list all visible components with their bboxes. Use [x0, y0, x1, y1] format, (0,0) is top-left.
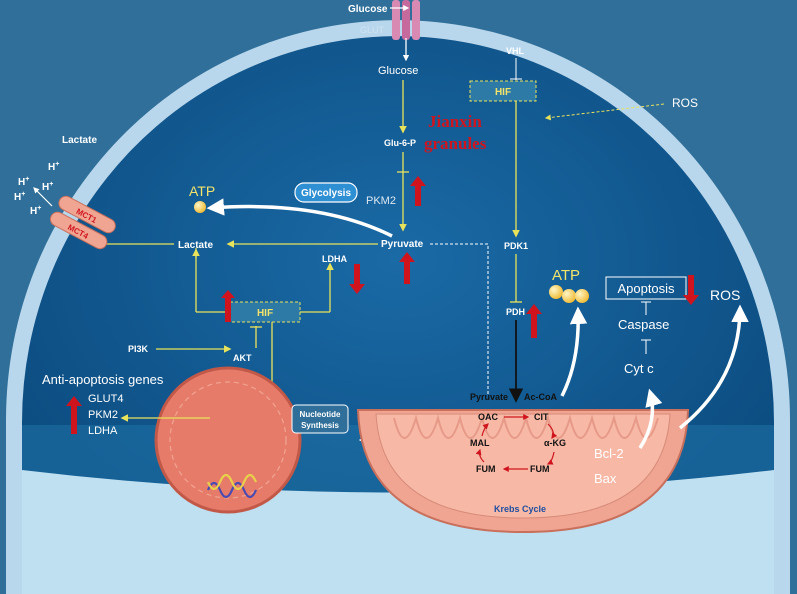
red-down-arrow-icon — [683, 275, 699, 305]
mitochondrion — [356, 409, 690, 534]
pkm2-label: PKM2 — [366, 195, 396, 207]
glucose-inside-label: Glucose — [378, 65, 418, 77]
ldha-label: LDHA — [322, 254, 347, 264]
lactate-export-arrow — [33, 187, 53, 207]
atp-right-icon — [549, 285, 589, 303]
nucleotide-line2: Synthesis — [301, 421, 339, 430]
svg-text:H+: H+ — [48, 161, 59, 173]
acetylcoa-label: Ac-CoA — [524, 392, 557, 402]
mito-pyruvate-label: Pyruvate — [470, 392, 508, 402]
cytc-label: Cyt c — [624, 361, 654, 376]
dna-icon — [206, 481, 258, 499]
drug-name-line2: granules — [424, 134, 487, 153]
red-up-arrow-icon — [399, 252, 415, 284]
lactate-inside-label: Lactate — [178, 240, 213, 251]
glucose-outside-label: Glucose — [348, 4, 388, 15]
akg-label: α-KG — [544, 438, 566, 448]
red-up-arrow-icon — [221, 290, 235, 322]
red-up-arrow-icon — [526, 304, 542, 338]
pkm2-gene-label: PKM2 — [88, 409, 118, 421]
fum-right-label: FUM — [530, 464, 550, 474]
apoptosis-box — [605, 276, 687, 300]
krebs-cycle-arrows — [475, 414, 558, 472]
pyruvate-label: Pyruvate — [381, 239, 424, 250]
cit-label: CIT — [534, 412, 549, 422]
ros-top-label: ROS — [672, 96, 698, 110]
proton-cluster: H+ H+ H+ H+ H+ — [14, 161, 59, 217]
glycolysis-label: Glycolysis — [301, 188, 351, 199]
atp-left-icon — [194, 201, 206, 213]
glu6p-label: Glu-6-P — [384, 138, 416, 148]
svg-text:H+: H+ — [14, 191, 25, 203]
anti-apoptosis-label: Anti-apoptosis genes — [42, 372, 164, 387]
mito-to-ros-arrow — [678, 304, 749, 430]
bax-label: Bax — [594, 471, 617, 486]
ros-right-label: ROS — [710, 287, 740, 303]
drug-name-line1: Jianxin — [428, 112, 482, 131]
oac-label: OAC — [478, 412, 499, 422]
hif-mid-label: HIF — [257, 308, 273, 319]
krebs-cycle-label: Krebs Cycle — [494, 504, 546, 514]
apoptosis-label: Apoptosis — [617, 281, 675, 296]
glut-label: GLUT — [360, 25, 385, 35]
svg-text:H+: H+ — [30, 205, 41, 217]
red-up-arrow-icon — [410, 176, 426, 206]
svg-text:H+: H+ — [18, 176, 29, 188]
vhl-label: VHL — [506, 46, 525, 56]
hif-top-label: HIF — [495, 87, 511, 98]
nucleotide-synthesis-box — [291, 404, 349, 434]
lactate-outside-label: Lactate — [62, 135, 97, 146]
mito-to-atp-arrow — [560, 306, 588, 397]
pdk1-label: PDK1 — [504, 241, 528, 251]
hif-top-box — [469, 80, 537, 102]
akt-label: AKT — [233, 353, 252, 363]
glycolysis-badge — [294, 182, 358, 203]
red-up-arrow-icon — [66, 396, 82, 434]
svg-text:H+: H+ — [42, 181, 53, 193]
pyruvate-transport-dashed — [430, 243, 489, 395]
mito-to-cytc-arrow — [638, 388, 663, 449]
pi3k-label: PI3K — [128, 344, 149, 354]
atp-right-label: ATP — [552, 267, 580, 284]
pyruvate-to-atp-arrow — [206, 198, 393, 238]
bcl2-label: Bcl-2 — [594, 446, 624, 461]
glut-transporter — [392, 0, 420, 40]
mct-transporter: MCT1 MCT4 — [49, 195, 116, 250]
nucleus — [154, 366, 302, 514]
pdh-label: PDH — [506, 307, 525, 317]
fum-left-label: FUM — [476, 464, 496, 474]
mal-label: MAL — [470, 438, 490, 448]
red-down-arrow-icon — [349, 264, 365, 294]
caspase-label: Caspase — [618, 317, 669, 332]
glut4-label: GLUT4 — [88, 393, 123, 405]
atp-left-label: ATP — [189, 183, 215, 199]
nucleotide-line1: Nucleotide — [300, 410, 341, 419]
ldha-gene-label: LDHA — [88, 425, 118, 437]
